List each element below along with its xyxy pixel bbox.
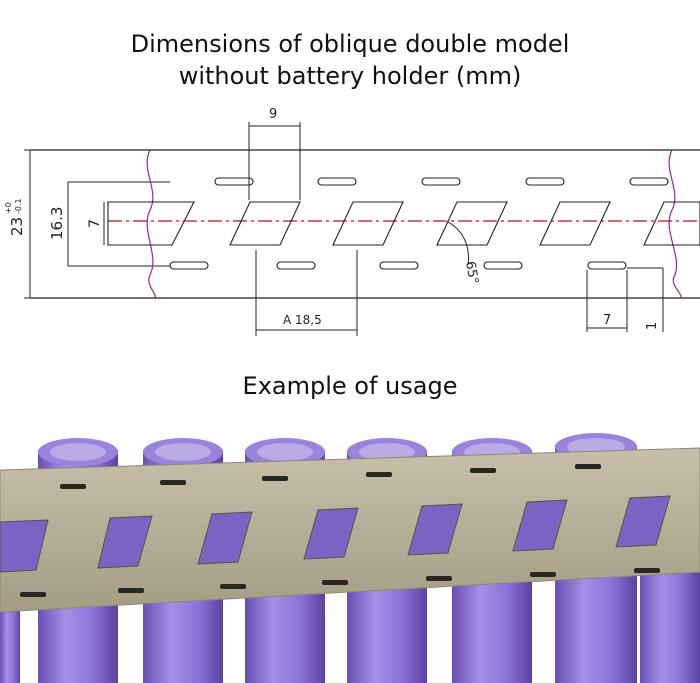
dim-angle-label: 65° bbox=[462, 260, 481, 285]
dim-slot-length-label: 7 bbox=[603, 313, 611, 328]
nickel-strip bbox=[0, 447, 700, 613]
break-line-left bbox=[146, 149, 157, 299]
dim-angle-arc bbox=[447, 221, 469, 266]
usage-photo bbox=[0, 418, 700, 683]
dim-total-height bbox=[24, 149, 150, 299]
break-line-right bbox=[668, 149, 682, 299]
dim-slot bbox=[586, 267, 664, 332]
technical-drawing: 9 23 +0 -0.1 16.3 7 65° A 18,5 7 1 bbox=[4, 107, 700, 336]
dim-total-tol-plus: +0 bbox=[4, 202, 13, 214]
dim-spacing-label: A 18,5 bbox=[283, 313, 322, 327]
diagram-title-line-2: without battery holder (mm) bbox=[178, 62, 522, 90]
dim-inner-height-label: 16.3 bbox=[48, 207, 66, 240]
oblique-windows bbox=[107, 201, 700, 246]
dim-window-height-label: 7 bbox=[87, 219, 103, 228]
top-slots bbox=[214, 177, 669, 186]
dim-total-tol-minus: -0.1 bbox=[14, 198, 23, 214]
dim-pitch bbox=[248, 122, 301, 200]
dim-total-height-label: 23 bbox=[8, 217, 26, 236]
dim-spacing bbox=[255, 250, 358, 336]
usage-caption: Example of usage bbox=[242, 372, 458, 400]
dim-slot-gap-label: 1 bbox=[645, 322, 660, 330]
diagram-title-line-1: Dimensions of oblique double model bbox=[130, 30, 570, 58]
dim-pitch-label: 9 bbox=[269, 107, 277, 122]
bottom-slots bbox=[169, 261, 627, 270]
